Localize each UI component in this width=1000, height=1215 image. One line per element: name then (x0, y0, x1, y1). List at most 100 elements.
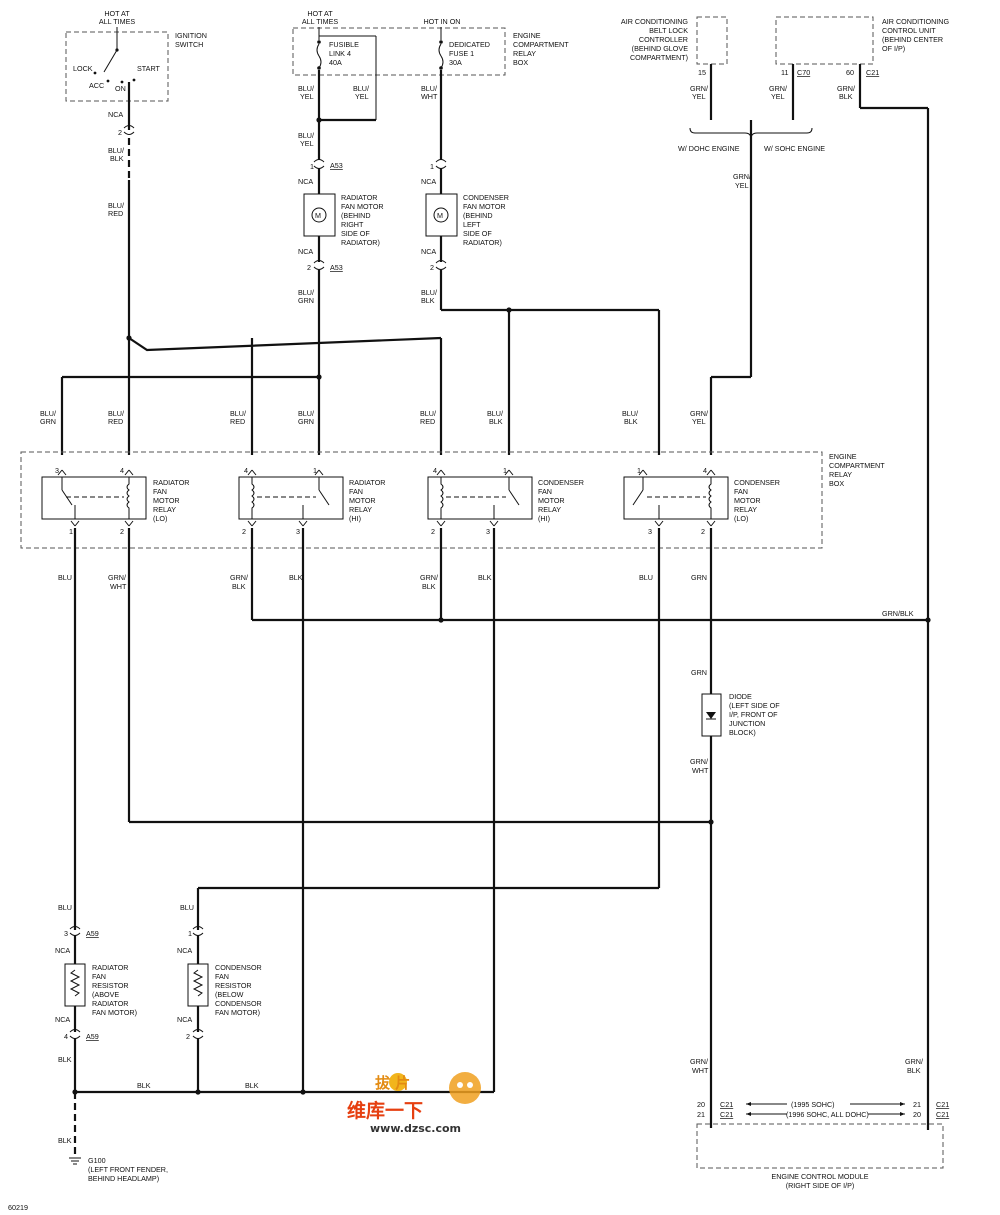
ign-name-2: SWITCH (175, 40, 203, 49)
w-r3-1b: BLK (489, 417, 503, 426)
svg-text:M: M (315, 211, 321, 220)
rr-1: RADIATOR (92, 963, 128, 972)
svg-text:3: 3 (64, 929, 68, 938)
acb-5: COMPARTMENT) (630, 53, 688, 62)
hot-on: HOT IN ON (423, 17, 460, 26)
acb-3: CONTROLLER (639, 35, 688, 44)
w-bluwht-b: WHT (421, 92, 438, 101)
svg-text:4: 4 (703, 466, 707, 475)
w-blu-1: BLU (58, 573, 72, 582)
fuse-2: FUSE 1 (449, 49, 474, 58)
svg-text:2: 2 (242, 527, 246, 536)
relay-rad-lo: 3 4 1 2 RADIATOR FAN MOTOR RELAY (LO) (41, 466, 189, 536)
conn-c70: C70 (797, 68, 810, 77)
rad-motor-6: RADIATOR) (341, 238, 380, 247)
r4-n3: MOTOR (734, 496, 761, 505)
acb-1: AIR CONDITIONING (621, 17, 688, 26)
rbm-1: ENGINE (829, 452, 857, 461)
w-acc-a: GRN/ (769, 84, 787, 93)
w-grn-1: GRN (691, 573, 707, 582)
ac-ctrl-box (775, 16, 874, 65)
w-acb-a: GRN/ (690, 84, 708, 93)
svg-text:1: 1 (188, 929, 192, 938)
w-r4-4a: GRN/ (690, 409, 708, 418)
w-r1-3b: GRN (40, 417, 56, 426)
diode-box (701, 693, 722, 737)
w-accb-a: GRN/ (837, 84, 855, 93)
w-grnblk-h: GRN/BLK (882, 609, 914, 618)
w-r2-1b: GRN (298, 417, 314, 426)
r4-n1: CONDENSER (734, 478, 780, 487)
w-r3-4a: BLU/ (420, 409, 436, 418)
r3-n2: FAN (538, 487, 552, 496)
w-blured-b: RED (108, 209, 123, 218)
watermark-brand: 维库一下 (347, 1099, 423, 1122)
cr-5: CONDENSOR (215, 999, 262, 1008)
nca-1: NCA (108, 110, 123, 119)
svg-text:3: 3 (648, 527, 652, 536)
cr-6: FAN MOTOR) (215, 1008, 260, 1017)
acc-4: OF I/P) (882, 44, 905, 53)
w-r3-4b: RED (420, 417, 435, 426)
svg-text:20: 20 (913, 1110, 921, 1119)
sohc-label: W/ SOHC ENGINE (764, 144, 825, 153)
condenser-fan-motor: 1 NCA M CONDENSER FAN MOTOR (BEHIND LEFT… (421, 159, 661, 455)
relay-box-mid-frame (20, 451, 823, 549)
motor-icon (311, 207, 327, 223)
cr-3: RESISTOR (215, 981, 252, 990)
hot-all-2: ALL TIMES (302, 17, 339, 26)
w-blu-4: BLU (180, 903, 194, 912)
svg-text:1: 1 (503, 466, 507, 475)
w-grnblk-1b: BLK (232, 582, 246, 591)
w-bluwht-a: BLU/ (421, 84, 437, 93)
motor-icon-2 (433, 207, 449, 223)
watermark-logo: 拔 片 (375, 1074, 410, 1092)
w-bluyel-2a: BLU/ (353, 84, 369, 93)
dohc-label: W/ DOHC ENGINE (678, 144, 740, 153)
svg-text:15: 15 (698, 68, 706, 77)
r3-n5: (HI) (538, 514, 550, 523)
gnd-1: G100 (88, 1156, 106, 1165)
svg-text:M: M (437, 211, 443, 220)
ground-bus: BLK BLK BLK G100 (LEFT FRONT FENDER, BEH… (58, 1081, 494, 1183)
nca-cond-top: NCA (421, 177, 436, 186)
rr-2: FAN (92, 972, 106, 981)
w-r4-1a: BLU/ (622, 409, 638, 418)
w-blugrn-1a: BLU/ (298, 288, 314, 297)
svg-text:3: 3 (296, 527, 300, 536)
lower-wiring: BLU GRN/ WHT GRN/ BLK BLK GRN/ BLK BLK B… (58, 528, 931, 1128)
svg-text:2: 2 (701, 527, 705, 536)
svg-text:11: 11 (781, 68, 788, 77)
svg-text:1: 1 (310, 162, 314, 171)
conn-a53-2: A53 (330, 263, 343, 272)
r1-n3: MOTOR (153, 496, 180, 505)
w-blu-3: BLU (58, 903, 72, 912)
ign-lock: LOCK (73, 64, 93, 73)
diode-4: JUNCTION (729, 719, 765, 728)
w-accb-b: BLK (839, 92, 853, 101)
w-r4-4b: YEL (692, 417, 706, 426)
watermark: 拔 片 维库一下 www.dzsc.com (347, 1072, 481, 1135)
w-blk-1: BLK (289, 573, 303, 582)
w-dohc-b: YEL (735, 181, 749, 190)
rad-motor-5: SIDE OF (341, 229, 370, 238)
figure-id: 60219 (8, 1203, 28, 1212)
w-blublk-a: BLU/ (108, 146, 124, 155)
fl-1: FUSIBLE (329, 40, 359, 49)
ac-modules: AIR CONDITIONING BELT LOCK CONTROLLER (B… (621, 16, 949, 1130)
svg-text:1: 1 (430, 162, 434, 171)
relay-rad-hi: 4 1 2 3 RADIATOR FAN MOTOR RELAY (HI) (238, 466, 385, 536)
watermark-site: www.dzsc.com (370, 1122, 461, 1135)
ac-belt-box (696, 16, 728, 65)
watermark-logo-icon (389, 1073, 407, 1091)
w-grnblk-2a: GRN/ (420, 573, 438, 582)
w-blk-4: BLK (137, 1081, 151, 1090)
w-dohc-a: GRN/ (733, 172, 751, 181)
ign-acc: ACC (89, 81, 104, 90)
rr-5: RADIATOR (92, 999, 128, 1008)
watermark-mascot-icon (449, 1072, 481, 1104)
rad-motor-4: RIGHT (341, 220, 364, 229)
hot-all-1: HOT AT (307, 9, 333, 18)
diode-2: (LEFT SIDE OF (729, 701, 780, 710)
